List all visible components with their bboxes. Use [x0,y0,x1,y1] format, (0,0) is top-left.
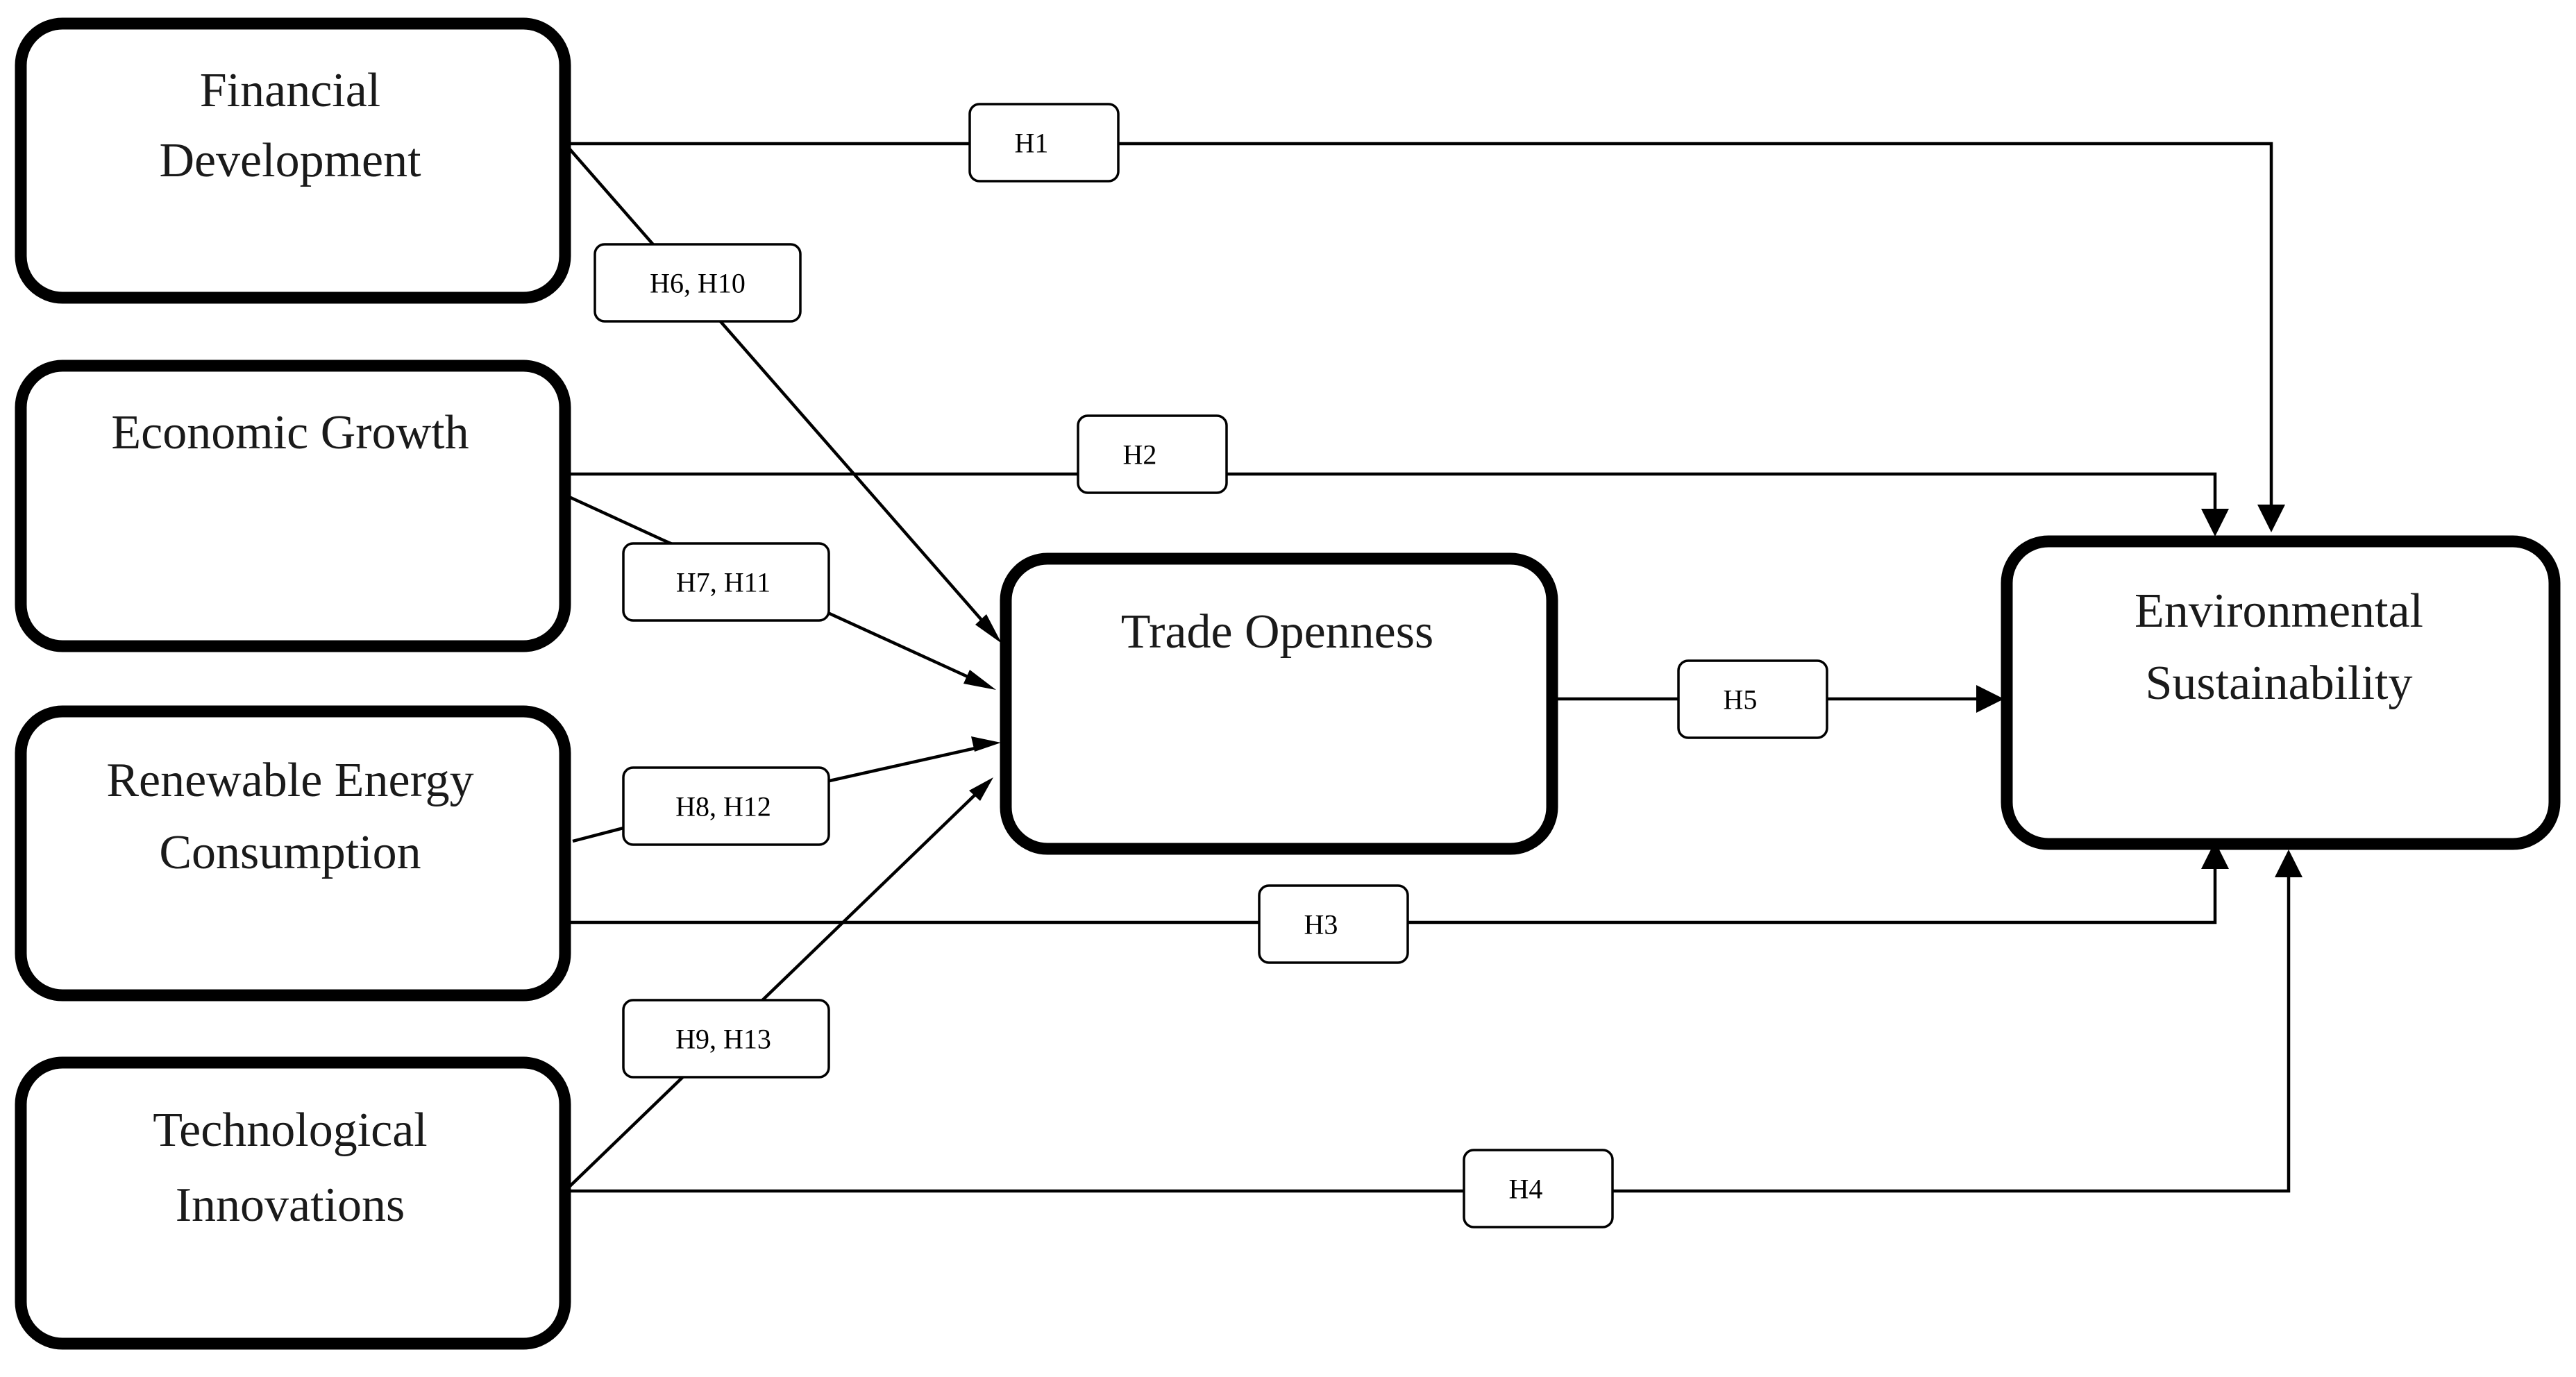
node-environmental-sustainability: Environmental Sustainability [2001,535,2561,850]
node-economic-growth-line-1: Economic Growth [111,406,469,459]
edge-h1 [569,142,2273,508]
label-h4: H4 [1463,1149,1614,1228]
arrowhead-h5 [1976,685,2004,713]
label-h3: H3 [1258,884,1409,964]
label-h7-h11-text: H7, H11 [676,567,771,598]
arrowhead-h6-h10 [975,614,1002,643]
node-financial-development: Financial Development [15,17,571,304]
edge-h9-h13 [568,790,980,1188]
node-environmental-sustainability-line-2: Sustainability [2146,657,2413,710]
label-h9-h13: H9, H13 [622,999,830,1079]
label-h6-h10: H6, H10 [594,243,802,323]
node-environmental-sustainability-line-1: Environmental [2135,584,2423,638]
label-h6-h10-text: H6, H10 [650,268,746,299]
hypothesis-labels: H1 H2 H3 H4 H5 H6, H10 H7, H11 H8, H12 [594,103,1828,1228]
node-technological-innovations: Technological Innovations [15,1056,571,1350]
label-h1: H1 [968,103,1120,183]
label-h8-h12-text: H8, H12 [675,791,771,822]
arrowhead-h8-h12 [971,736,1001,752]
node-renewable-energy-consumption: Renewable Energy Consumption [15,705,571,1002]
label-h9-h13-text: H9, H13 [675,1024,771,1055]
edge-h4 [569,873,2291,1193]
label-h1-text: H1 [1015,128,1049,159]
node-renewable-energy-line-2: Consumption [159,826,421,879]
node-technological-innovations-line-1: Technological [153,1104,428,1157]
arrowhead-h4 [2275,850,2303,877]
label-h8-h12: H8, H12 [622,766,830,846]
label-h7-h11: H7, H11 [622,542,830,622]
label-h5-text: H5 [1724,684,1758,716]
label-h4-text: H4 [1509,1174,1543,1205]
node-financial-development-line-2: Development [159,134,421,187]
label-h2-text: H2 [1123,439,1157,471]
node-trade-openness-line-1: Trade Openness [1121,605,1433,659]
node-financial-development-line-1: Financial [200,64,380,117]
nodes: Financial Development Economic Growth Re… [15,17,2561,1350]
label-h3-text: H3 [1304,909,1338,940]
arrowheads [963,505,2303,877]
label-h2: H2 [1077,414,1228,494]
node-economic-growth: Economic Growth [15,360,571,652]
edge-h3 [569,864,2217,924]
arrowhead-h2 [2201,509,2229,537]
node-technological-innovations-line-2: Innovations [176,1179,405,1232]
node-trade-openness: Trade Openness [1000,552,1558,855]
arrowhead-h3 [2201,841,2229,869]
edge-h2 [569,472,2217,512]
arrowhead-h9-h13 [969,777,993,801]
node-renewable-energy-line-1: Renewable Energy [106,754,473,807]
arrowhead-h7-h11 [963,670,996,690]
arrowhead-h1 [2257,505,2285,532]
label-h5: H5 [1677,659,1828,739]
edge-h6-h10 [568,147,987,626]
